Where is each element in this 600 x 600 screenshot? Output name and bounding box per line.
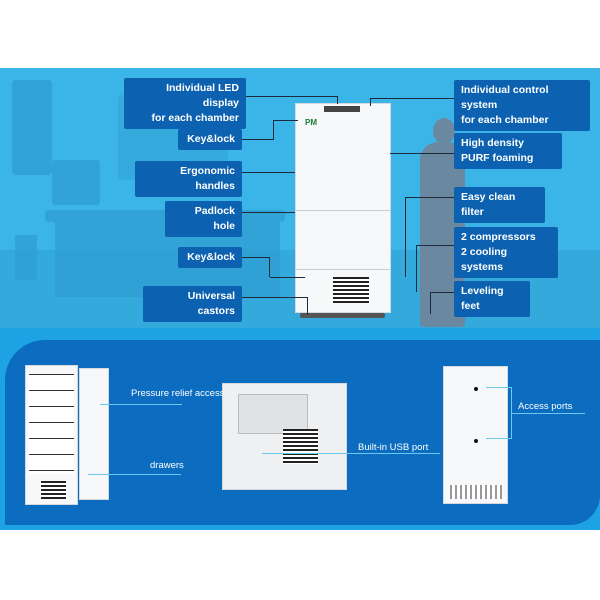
leader-line <box>246 96 338 104</box>
label-pressure-relief: Pressure relief access <box>131 388 225 399</box>
person-head <box>433 118 455 144</box>
label-key-lock-top: Key&lock <box>178 129 242 150</box>
brand-logo: PM <box>305 118 317 127</box>
led-display <box>324 106 360 112</box>
label-text: Individual control system <box>461 84 549 111</box>
label-key-lock-bottom: Key&lock <box>178 247 242 268</box>
label-drawers: drawers <box>150 460 184 471</box>
label-padlock-hole: Padlock hole <box>165 201 242 237</box>
leader-line <box>262 453 440 454</box>
monitor-decoration <box>52 160 100 205</box>
leader-line <box>88 474 181 475</box>
freezer-back <box>443 366 508 504</box>
filter-vent <box>333 277 369 303</box>
leader-line <box>100 404 182 405</box>
label-compressors: 2 compressors 2 cooling systems <box>454 227 558 278</box>
leader-line <box>390 153 454 154</box>
label-text: High density <box>461 137 525 149</box>
freezer-front: PM <box>295 103 391 313</box>
label-ergonomic-handles: Ergonomic handles <box>135 161 242 197</box>
label-access-ports: Access ports <box>518 401 573 412</box>
label-text: for each chamber <box>151 112 239 124</box>
leader-line <box>416 245 454 292</box>
leader-line <box>430 292 454 314</box>
label-usb-port: Built-in USB port <box>358 442 429 453</box>
leader-line <box>274 120 298 121</box>
leader-line <box>242 172 295 173</box>
shelf-decoration <box>12 80 52 175</box>
leader-line <box>242 212 295 213</box>
label-text: PURF foaming <box>461 152 534 164</box>
leader-line <box>270 277 305 278</box>
leader-line <box>242 120 274 140</box>
label-text: Individual LED display <box>166 82 239 109</box>
access-port-bottom <box>474 439 478 443</box>
freezer-open-drawers <box>25 365 78 505</box>
label-text: for each chamber <box>461 114 549 126</box>
leader-line <box>405 197 454 277</box>
label-text: 2 cooling systems <box>461 246 508 273</box>
label-leveling-feet: Leveling feet <box>454 281 530 317</box>
label-control-system: Individual control system for each chambe… <box>454 80 590 131</box>
access-port-top <box>474 387 478 391</box>
label-text: 2 compressors <box>461 231 536 243</box>
castors <box>300 313 385 318</box>
leader-line <box>242 257 270 277</box>
open-door <box>79 368 109 500</box>
label-easy-clean-filter: Easy clean filter <box>454 187 545 223</box>
label-universal-castors: Universal castors <box>143 286 242 322</box>
leader-line <box>242 297 308 315</box>
plant-decoration <box>15 235 37 280</box>
label-led-display: Individual LED display for each chamber <box>124 78 246 129</box>
leader-line <box>512 413 585 414</box>
leader-line <box>370 98 454 106</box>
usb-port-photo <box>222 383 347 490</box>
leader-bracket <box>486 387 512 439</box>
